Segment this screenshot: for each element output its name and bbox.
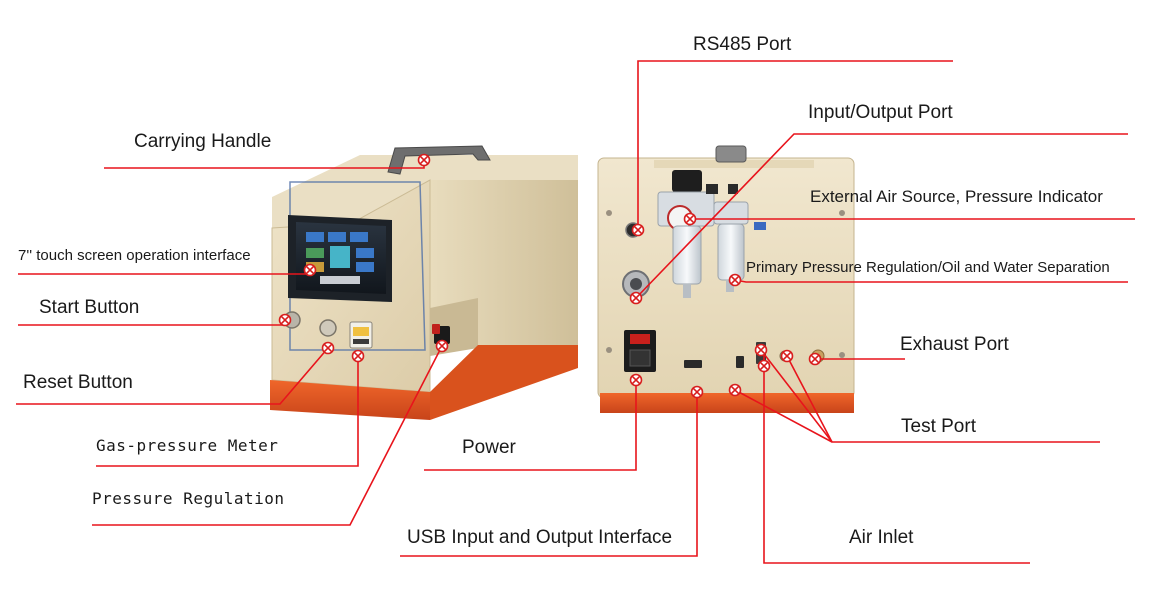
- leader-pressure-regulation: [92, 345, 443, 526]
- reset-button-graphic: [319, 319, 337, 337]
- label-test-port: Test Port: [901, 416, 976, 437]
- label-io-port: Input/Output Port: [808, 102, 953, 123]
- leader-start-button: [18, 320, 286, 326]
- front-device: [270, 145, 578, 420]
- label-reset-button: Reset Button: [23, 372, 133, 393]
- label-usb-interface: USB Input and Output Interface: [407, 527, 673, 548]
- marker-exhaust-port: [808, 352, 822, 366]
- leader-test-port-c: [786, 355, 833, 443]
- label-pressure-regulation: Pressure Regulation: [92, 489, 285, 508]
- leader-air-inlet: [763, 352, 1030, 564]
- leader-gas-meter: [96, 356, 359, 467]
- marker-gas-meter: [351, 349, 365, 363]
- label-primary-pressure: Primary Pressure Regulation/Oil and Wate…: [746, 259, 1110, 276]
- leader-power: [424, 380, 637, 471]
- marker-external-air: [683, 212, 697, 226]
- label-gas-pressure-meter: Gas-pressure Meter: [96, 436, 279, 455]
- usb-port-graphic: [684, 360, 702, 368]
- label-touch-screen: 7'' touch screen operation interface: [18, 247, 251, 264]
- leader-usb: [400, 392, 698, 557]
- leader-touch-screen: [18, 269, 309, 275]
- marker-start-button: [278, 313, 292, 327]
- marker-test-port-2: [780, 349, 794, 363]
- label-external-air-source: External Air Source, Pressure Indicator: [810, 187, 1103, 206]
- marker-power: [629, 373, 643, 387]
- rear-device-base: [600, 393, 854, 413]
- marker-rs485: [631, 223, 645, 237]
- marker-primary-pressure: [728, 273, 742, 287]
- marker-reset-button: [321, 341, 335, 355]
- marker-io-port: [629, 291, 643, 305]
- label-start-button: Start Button: [39, 297, 140, 318]
- marker-pressure-regulation: [435, 339, 449, 353]
- front-device-base: [270, 380, 430, 420]
- marker-touch-screen: [303, 263, 317, 277]
- marker-air-inlet: [757, 359, 771, 373]
- leader-test-port-b: [734, 389, 833, 443]
- marker-test-port-1: [754, 343, 768, 357]
- leader-reset-button: [16, 347, 329, 405]
- leader-io-port: [635, 133, 1128, 299]
- label-rs485-port: RS485 Port: [693, 34, 792, 55]
- marker-carrying-handle: [417, 153, 431, 167]
- leader-rs485: [637, 60, 953, 230]
- label-air-inlet: Air Inlet: [849, 527, 914, 548]
- callout-markers: [278, 153, 822, 399]
- label-carrying-handle: Carrying Handle: [134, 131, 272, 152]
- label-power: Power: [462, 437, 516, 458]
- front-device-top: [272, 155, 578, 228]
- marker-test-port-3: [728, 383, 742, 397]
- rear-device: [597, 145, 855, 413]
- label-exhaust-port: Exhaust Port: [900, 334, 1009, 355]
- marker-usb: [690, 385, 704, 399]
